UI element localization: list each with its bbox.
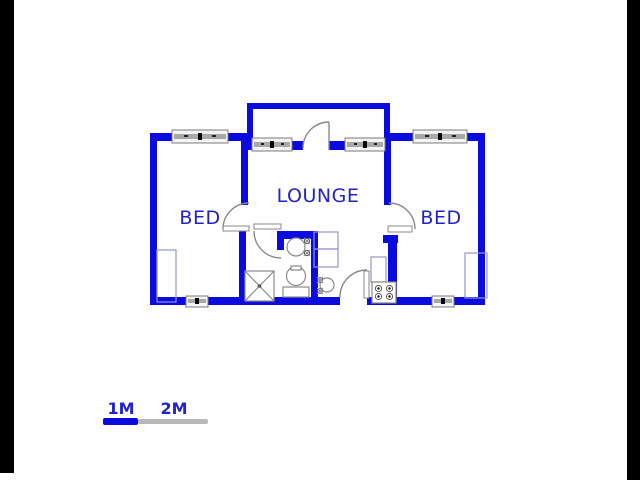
counter-outline bbox=[313, 248, 339, 268]
basin-icon bbox=[286, 237, 311, 257]
window-icon bbox=[171, 129, 229, 144]
back-door-icon bbox=[339, 269, 370, 299]
scale-bar: 1M 2M bbox=[103, 399, 208, 425]
window-icon bbox=[431, 295, 455, 308]
lounge-east-wall bbox=[384, 141, 391, 205]
bottom-wall-right bbox=[367, 297, 485, 305]
left-outer-wall bbox=[150, 133, 157, 305]
kitchen-east-wall bbox=[388, 238, 397, 301]
window-icon bbox=[344, 137, 386, 152]
room-label-bed-right: BED bbox=[420, 207, 461, 229]
fixtures bbox=[156, 231, 488, 304]
wardrobe-outline bbox=[464, 252, 488, 299]
room-label-bed-left: BED bbox=[179, 207, 220, 229]
bathroom-door-stub bbox=[277, 231, 284, 250]
scale-label-1m: 1M bbox=[107, 399, 134, 418]
bathroom-door-icon bbox=[253, 223, 282, 259]
left-letterbox-bar bbox=[0, 0, 14, 473]
scale-label-2m: 2M bbox=[160, 399, 187, 418]
front-door-icon bbox=[302, 121, 330, 150]
kitchen-sink-icon bbox=[316, 276, 335, 295]
bed-right-door-icon bbox=[387, 202, 416, 233]
stove-icon bbox=[371, 281, 397, 304]
room-label-lounge: LOUNGE bbox=[277, 185, 360, 207]
doors bbox=[222, 121, 416, 299]
wardrobe-outline bbox=[156, 249, 177, 303]
window-icon bbox=[185, 295, 209, 308]
window-icon bbox=[251, 137, 293, 152]
window-icon bbox=[412, 129, 468, 144]
right-outer-wall bbox=[478, 133, 485, 305]
shower-icon bbox=[244, 270, 275, 302]
porch-left-wall bbox=[247, 103, 253, 150]
bathroom-north-wall bbox=[277, 231, 318, 239]
right-letterbox-bar bbox=[627, 0, 640, 480]
porch-top-wall bbox=[247, 103, 390, 109]
scale-bar-blue-segment bbox=[103, 418, 138, 425]
counter-outline bbox=[370, 256, 387, 283]
porch-right-wall bbox=[384, 103, 390, 150]
bathroom-west-wall bbox=[239, 231, 246, 301]
scale-bar-gray-segment bbox=[138, 419, 208, 424]
bed-left-door-icon bbox=[222, 202, 250, 232]
lounge-west-wall bbox=[241, 141, 248, 205]
toilet-icon bbox=[282, 265, 310, 298]
windows bbox=[171, 129, 468, 308]
